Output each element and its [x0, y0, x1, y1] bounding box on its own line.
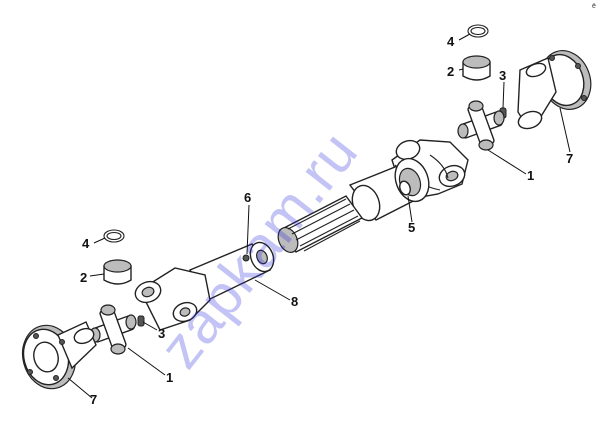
- snap-ring-lower: [103, 229, 125, 243]
- flange-yoke-lower: [21, 321, 97, 390]
- slip-yoke-upper: [391, 139, 469, 201]
- bearing-cup-upper: [462, 55, 491, 81]
- spider-cross-upper: [457, 100, 505, 151]
- leader-lines: [67, 33, 571, 399]
- callout-6: 6: [244, 190, 251, 205]
- snap-ring-upper: [467, 24, 489, 38]
- shaft-tube: [188, 241, 275, 301]
- callout-3-top: 3: [499, 68, 506, 83]
- flange-yoke-upper: [517, 50, 592, 130]
- splined-shaft: [277, 195, 364, 253]
- callout-3-left: 3: [158, 326, 165, 341]
- corner-mark: ё: [592, 3, 596, 10]
- tube-yoke-lower: [134, 267, 211, 331]
- watermark-text: zapkam.ru: [147, 120, 370, 380]
- spline-sleeve: [348, 157, 430, 222]
- bearing-cup-lower: [103, 259, 132, 285]
- callout-4-left: 4: [82, 236, 90, 251]
- callout-5: 5: [408, 220, 415, 235]
- callout-1-top: 1: [527, 168, 534, 183]
- grease-fitting-lower: [137, 315, 145, 327]
- callout-4-top: 4: [447, 34, 455, 49]
- callout-2-top: 2: [447, 64, 454, 79]
- callout-2-left: 2: [80, 270, 87, 285]
- callout-1-bottom: 1: [166, 370, 173, 385]
- spider-cross-lower: [89, 304, 137, 355]
- callout-7-top: 7: [566, 151, 573, 166]
- callout-7-bottom: 7: [90, 392, 97, 407]
- callout-8: 8: [291, 294, 298, 309]
